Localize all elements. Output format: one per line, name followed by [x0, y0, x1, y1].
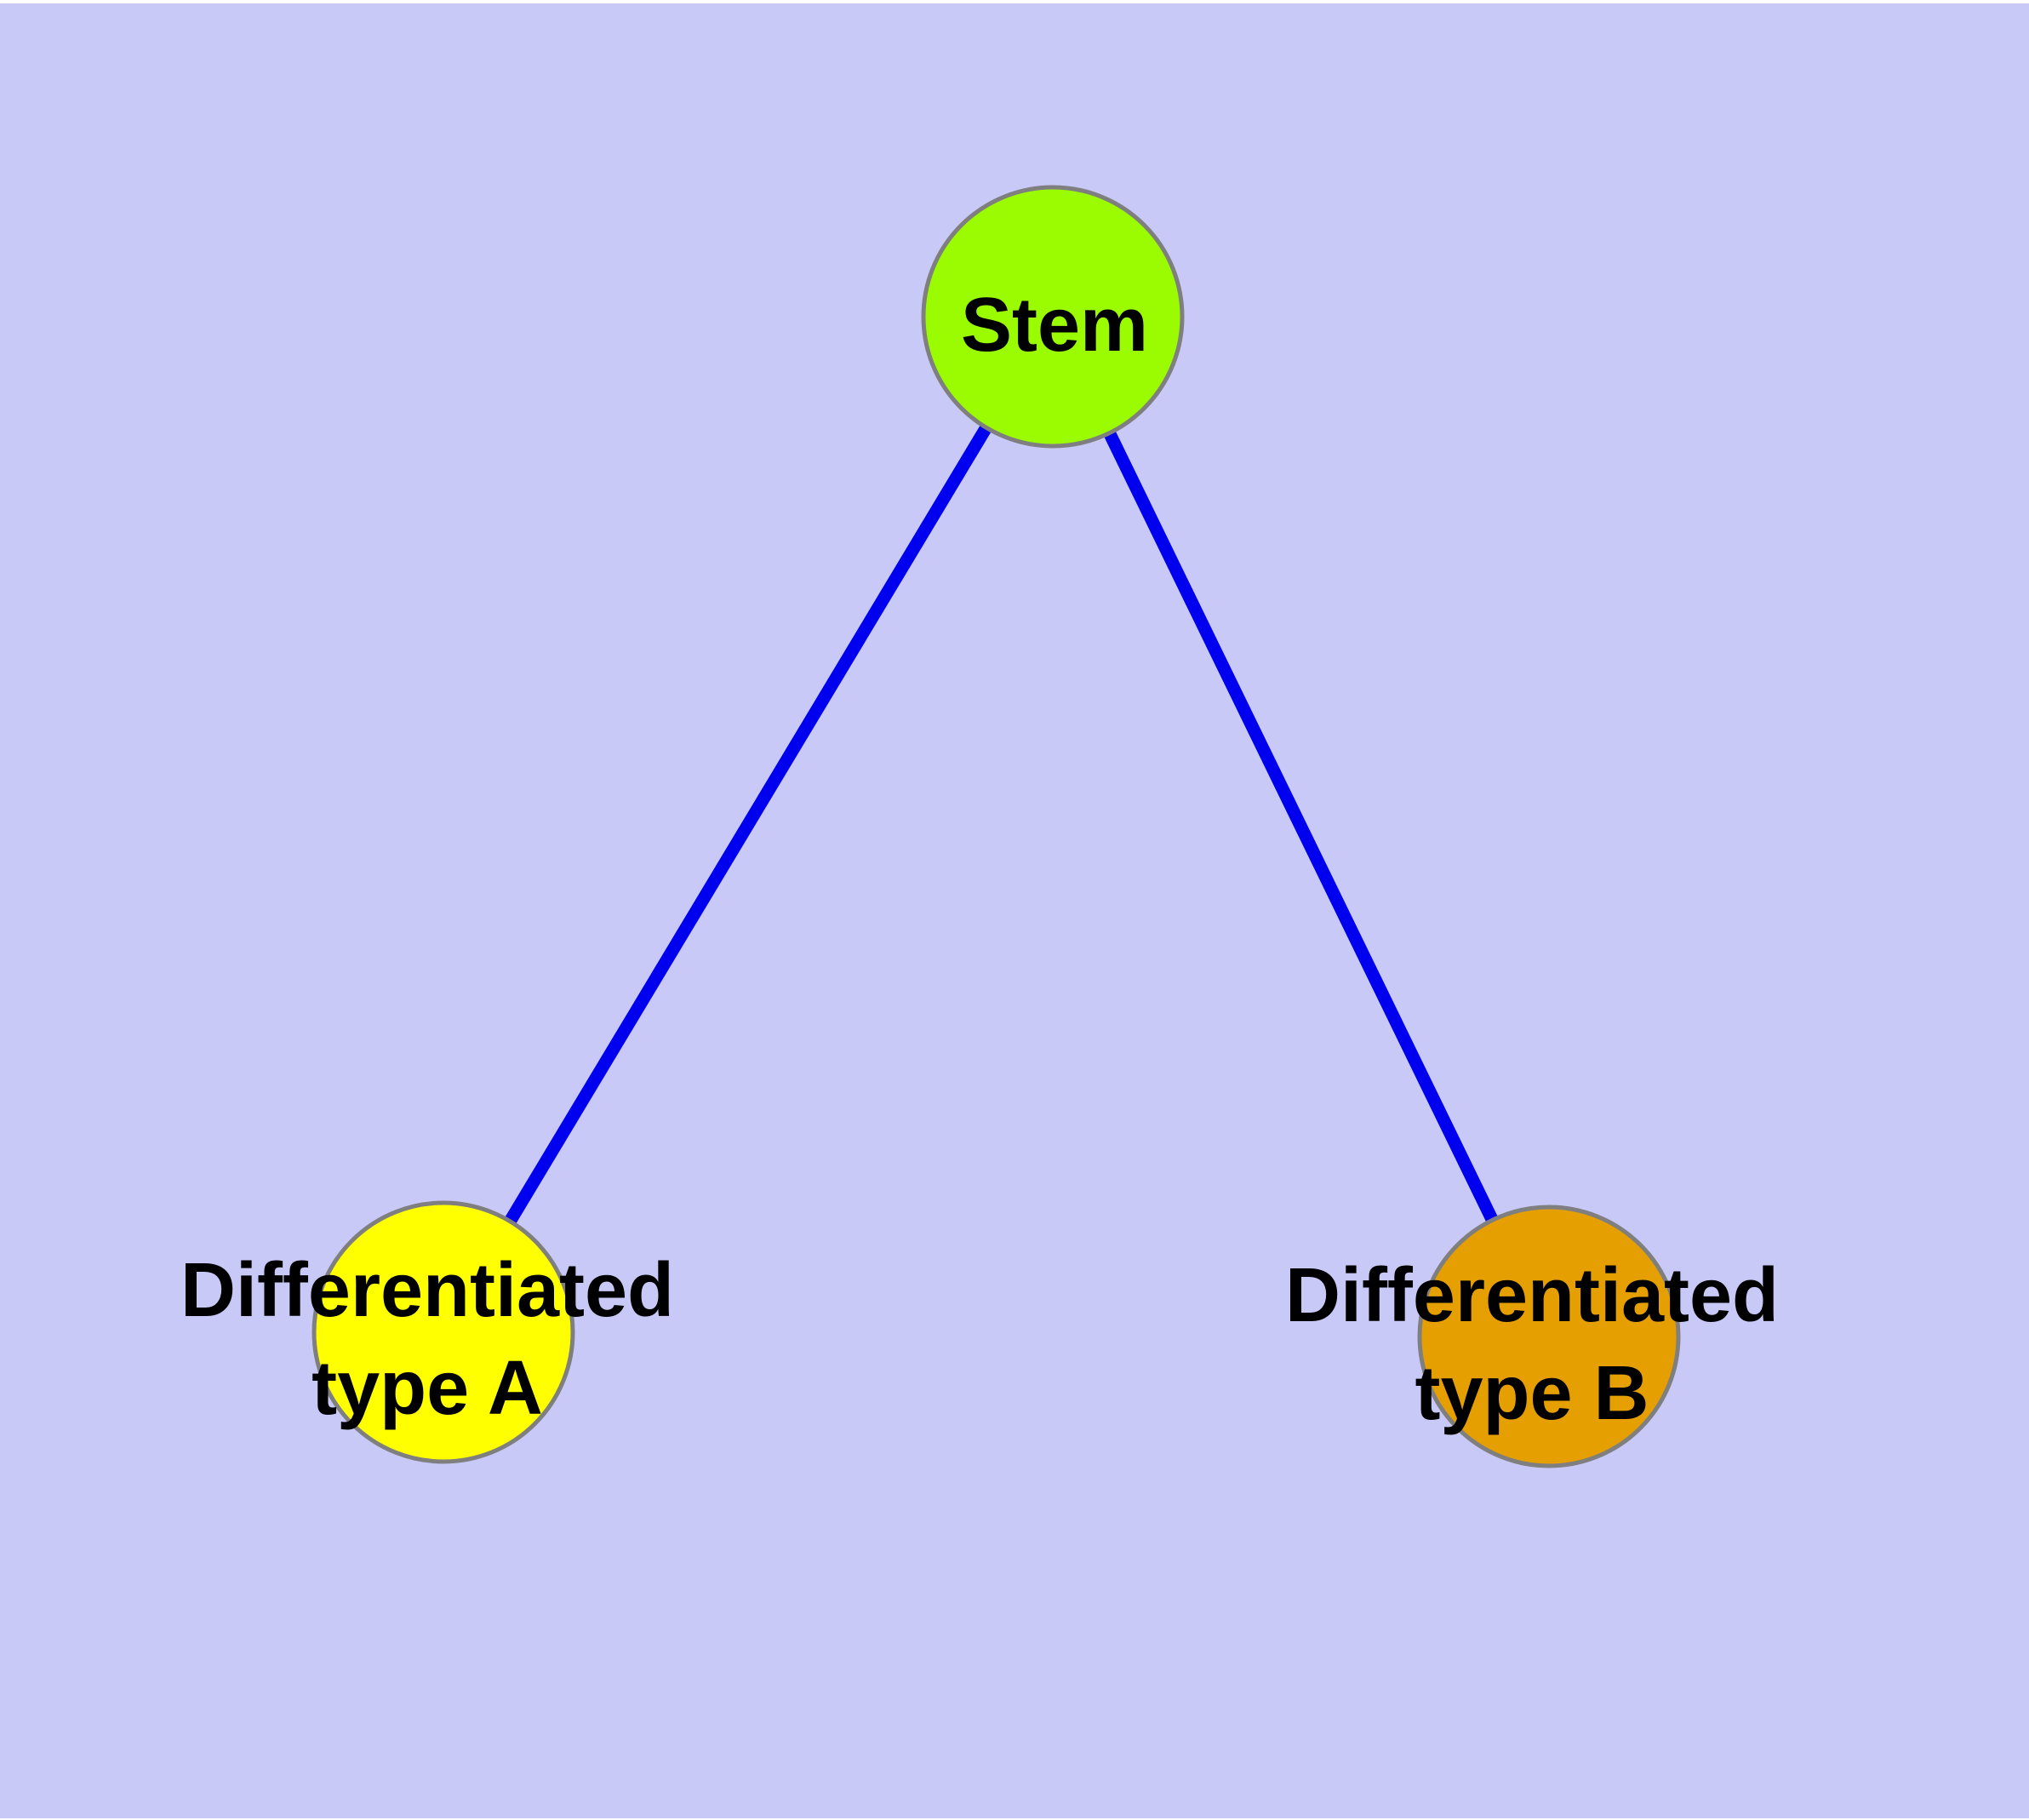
node-differentiated-type-a-label-line1: Differentiated [180, 1248, 674, 1333]
node-stem-label: Stem [961, 283, 1148, 368]
node-differentiated-type-b[interactable]: Differentiated type B [1285, 1205, 1779, 1468]
edge-stem-to-type-b [1047, 313, 1555, 1340]
node-differentiated-type-b-label-line2: type B [1415, 1351, 1649, 1436]
node-differentiated-type-b-circle[interactable] [1417, 1205, 1681, 1468]
node-stem-circle[interactable] [921, 185, 1185, 449]
node-differentiated-type-a-circle[interactable] [311, 1200, 575, 1464]
node-differentiated-type-a[interactable]: Differentiated type A [180, 1200, 674, 1464]
node-stem[interactable]: Stem [921, 185, 1185, 449]
edge-stem-to-type-a [437, 313, 1059, 1336]
node-differentiated-type-b-label-line1: Differentiated [1285, 1253, 1779, 1338]
node-differentiated-type-a-label-line2: type A [311, 1346, 543, 1431]
